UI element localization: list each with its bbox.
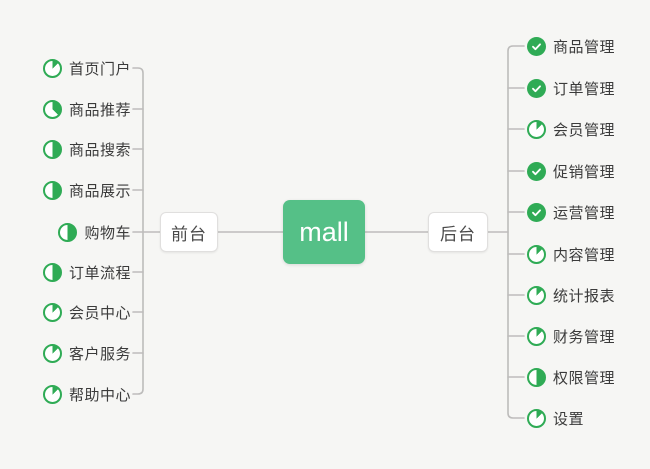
item-label: 首页门户 — [68, 60, 131, 78]
back-item-member[interactable]: 会员管理 — [527, 118, 615, 140]
item-label: 客户服务 — [68, 345, 131, 363]
front-item-service[interactable]: 客户服务 — [42, 342, 131, 364]
back-item-order[interactable]: 订单管理 — [527, 77, 615, 99]
progress-pie-icon — [58, 222, 78, 242]
back-item-promotion[interactable]: 促销管理 — [527, 160, 615, 182]
check-icon — [527, 202, 546, 222]
item-label: 财务管理 — [553, 328, 616, 346]
check-icon — [527, 36, 546, 56]
progress-pie-icon — [42, 58, 62, 78]
progress-pie-icon — [42, 343, 62, 363]
back-item-finance[interactable]: 财务管理 — [527, 325, 615, 347]
progress-pie-icon — [42, 99, 62, 119]
back-item-settings[interactable]: 设置 — [527, 407, 584, 429]
item-label: 促销管理 — [553, 163, 616, 181]
progress-pie-icon — [42, 180, 62, 200]
root-node[interactable]: mall — [283, 200, 365, 264]
item-label: 会员管理 — [553, 121, 616, 139]
check-icon — [527, 78, 546, 98]
root-node-label: mall — [299, 216, 349, 247]
front-node[interactable]: 前台 — [160, 212, 218, 252]
front-item-home[interactable]: 首页门户 — [42, 57, 131, 79]
item-label: 商品推荐 — [68, 101, 131, 119]
item-label: 商品管理 — [553, 38, 616, 56]
front-node-label: 前台 — [171, 224, 207, 244]
progress-pie-icon — [42, 262, 62, 282]
item-label: 运营管理 — [553, 204, 616, 222]
progress-pie-icon — [527, 285, 546, 305]
progress-pie-icon — [42, 302, 62, 322]
progress-pie-icon — [527, 326, 546, 346]
item-label: 帮助中心 — [68, 386, 131, 404]
back-node[interactable]: 后台 — [428, 212, 488, 252]
front-item-display[interactable]: 商品展示 — [42, 179, 131, 201]
back-item-report[interactable]: 统计报表 — [527, 284, 615, 306]
back-item-operation[interactable]: 运营管理 — [527, 201, 615, 223]
front-item-member[interactable]: 会员中心 — [42, 301, 131, 323]
progress-pie-icon — [527, 119, 546, 139]
item-label: 统计报表 — [553, 287, 616, 305]
progress-pie-icon — [42, 139, 62, 159]
front-item-cart[interactable]: 购物车 — [58, 221, 131, 243]
progress-pie-icon — [42, 384, 62, 404]
check-icon — [527, 161, 546, 181]
item-label: 订单流程 — [68, 264, 131, 282]
front-item-recommend[interactable]: 商品推荐 — [42, 98, 131, 120]
item-label: 设置 — [553, 410, 585, 428]
back-item-privilege[interactable]: 权限管理 — [527, 366, 615, 388]
item-label: 会员中心 — [68, 304, 131, 322]
item-label: 内容管理 — [553, 246, 616, 264]
item-label: 商品搜索 — [68, 141, 131, 159]
back-node-label: 后台 — [440, 224, 476, 244]
front-item-order[interactable]: 订单流程 — [42, 261, 131, 283]
item-label: 订单管理 — [553, 80, 616, 98]
item-label: 购物车 — [84, 224, 131, 242]
front-item-search[interactable]: 商品搜索 — [42, 138, 131, 160]
item-label: 商品展示 — [68, 182, 131, 200]
front-item-help[interactable]: 帮助中心 — [42, 383, 131, 405]
back-item-product[interactable]: 商品管理 — [527, 35, 615, 57]
progress-pie-icon — [527, 367, 546, 387]
progress-pie-icon — [527, 408, 546, 428]
progress-pie-icon — [527, 244, 546, 264]
item-label: 权限管理 — [553, 369, 616, 387]
back-item-content[interactable]: 内容管理 — [527, 243, 615, 265]
